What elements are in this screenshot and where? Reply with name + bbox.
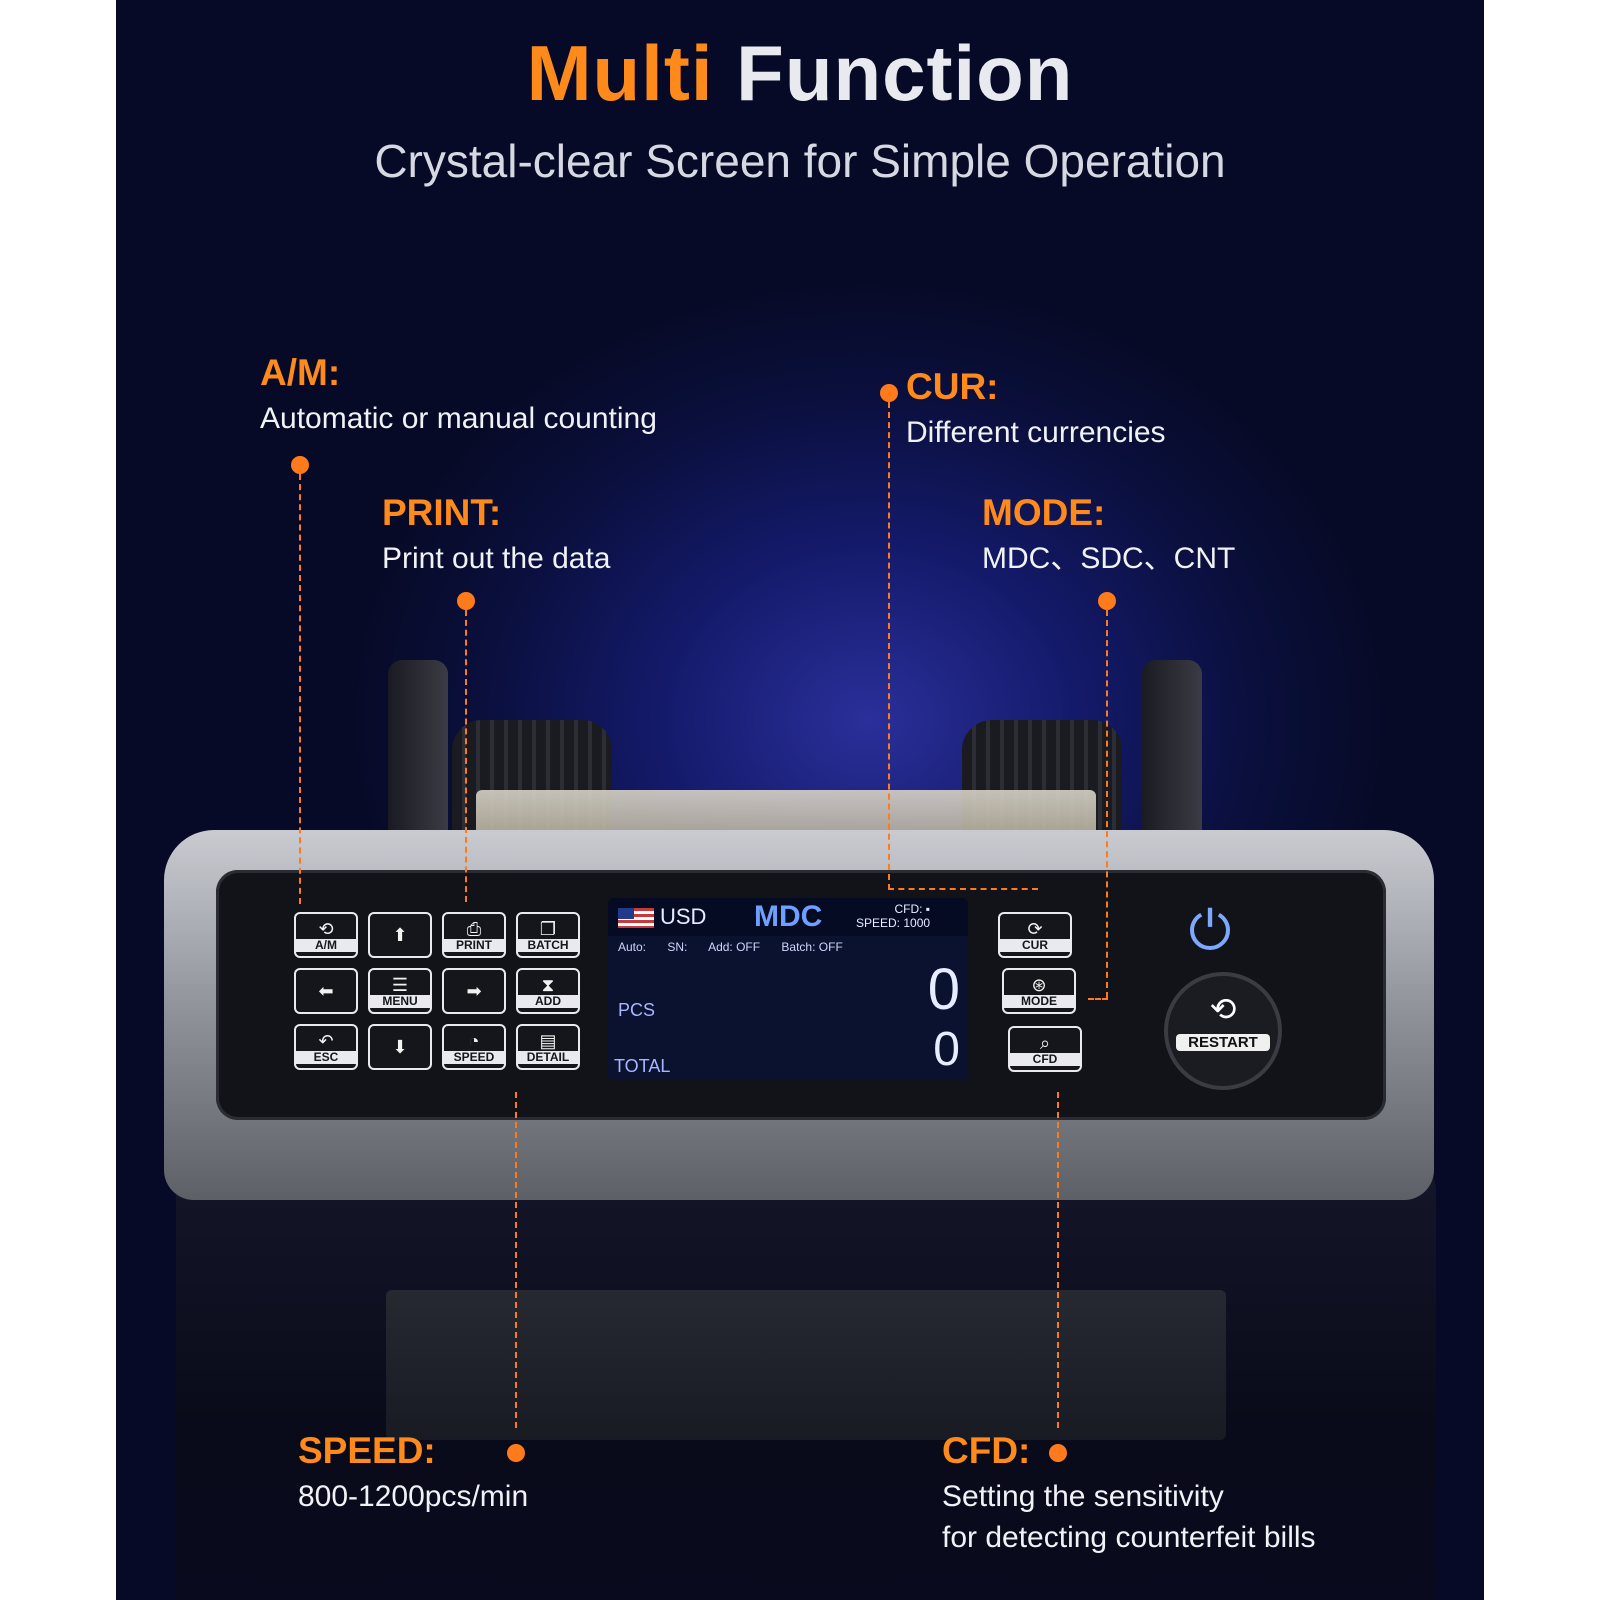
- arrow-down-icon: ⬇: [392, 1037, 408, 1057]
- lcd-screen: USD MDC CFD: ▪ SPEED: 1000 Auto: SN: Add…: [608, 898, 968, 1080]
- am-key[interactable]: ⟲A/M: [294, 912, 358, 958]
- screen-status: CFD: ▪ SPEED: 1000: [856, 902, 930, 930]
- print-key[interactable]: ⎙PRINT: [442, 912, 506, 958]
- right-guide: [1142, 660, 1202, 860]
- detail-key[interactable]: ▤DETAIL: [516, 1024, 580, 1070]
- left-guide: [388, 660, 448, 860]
- am-callout-desc: Automatic or manual counting: [260, 402, 657, 435]
- back-icon: ↶: [318, 1030, 334, 1051]
- key-label: PRINT: [444, 938, 504, 952]
- am-leader: [299, 474, 301, 904]
- print-leader: [465, 610, 467, 902]
- arrow-up-icon: ⬆: [392, 925, 408, 945]
- cfd-marker: [1049, 1444, 1067, 1462]
- subheadline: Crystal-clear Screen for Simple Operatio…: [374, 135, 1226, 187]
- cfd-callout-desc1: Setting the sensitivity: [942, 1480, 1224, 1513]
- screen-add: Add: OFF: [708, 940, 761, 954]
- mode-marker: [1098, 592, 1116, 610]
- screen-pcs-value: 0: [927, 957, 960, 1022]
- print-callout-title: PRINT:: [382, 492, 502, 533]
- arrow-right-key[interactable]: ➡: [442, 968, 506, 1014]
- screen-auto: Auto:: [618, 940, 647, 954]
- bill-tray: [386, 1290, 1226, 1440]
- headline-rest: Function: [736, 29, 1074, 117]
- screen-total-value: 0: [933, 1023, 960, 1076]
- cur-leader-h: [888, 888, 1038, 890]
- menu-icon: ☰: [391, 974, 409, 995]
- restart-label: RESTART: [1176, 1034, 1270, 1051]
- screen-sn: SN:: [667, 940, 688, 954]
- cfd-leader: [1057, 1092, 1059, 1428]
- hourglass-icon: ⧗: [541, 974, 555, 995]
- print-marker: [457, 592, 475, 610]
- cfd-callout-title: CFD:: [942, 1430, 1031, 1471]
- refresh-icon: ⟲: [318, 918, 334, 939]
- key-label: CFD: [1010, 1052, 1080, 1066]
- key-label: SPEED: [444, 1050, 504, 1064]
- esc-key[interactable]: ↶ESC: [294, 1024, 358, 1070]
- printer-icon: ⎙: [466, 918, 482, 939]
- screen-flags: Auto: SN: Add: OFF Batch: OFF: [618, 940, 861, 954]
- mode-icon: ⊛: [1031, 974, 1047, 995]
- cur-leader: [888, 402, 890, 890]
- arrow-left-icon: ⬅: [318, 981, 334, 1001]
- cur-marker: [880, 384, 898, 402]
- restart-icon: ⟲: [1209, 991, 1237, 1027]
- arrow-down-key[interactable]: ⬇: [368, 1024, 432, 1070]
- am-callout-title: A/M:: [260, 352, 341, 393]
- mode-key[interactable]: ⊛MODE: [1002, 968, 1076, 1014]
- key-label: A/M: [296, 938, 356, 952]
- headline: Multi Function: [116, 28, 1484, 119]
- key-label: DETAIL: [518, 1050, 578, 1064]
- cfd-callout-desc2: for detecting counterfeit bills: [942, 1521, 1316, 1554]
- print-callout-desc: Print out the data: [382, 542, 611, 575]
- key-label: ESC: [296, 1050, 356, 1064]
- key-label: BATCH: [518, 938, 578, 952]
- speedometer-icon: ◔: [468, 1030, 480, 1051]
- batch-icon: ❐: [539, 918, 557, 939]
- mode-leader-h: [1088, 998, 1108, 1000]
- document-icon: ▤: [539, 1030, 557, 1051]
- screen-batch: Batch: OFF: [781, 940, 843, 954]
- currency-icon: ⟳: [1027, 918, 1043, 939]
- screen-cfd: CFD: ▪: [894, 902, 931, 916]
- magnifier-icon: ⌕: [1039, 1032, 1051, 1053]
- batch-key[interactable]: ❐BATCH: [516, 912, 580, 958]
- mode-callout-title: MODE:: [982, 492, 1106, 533]
- screen-total-label: TOTAL: [614, 1056, 671, 1076]
- screen-pcs-label: PCS: [618, 1000, 656, 1020]
- screen-speed: SPEED: 1000: [856, 916, 931, 930]
- mode-callout-desc: MDC、SDC、CNT: [982, 542, 1236, 575]
- us-flag-icon: [618, 908, 654, 928]
- speed-callout-title: SPEED:: [298, 1430, 436, 1471]
- power-icon[interactable]: ⏻: [1188, 901, 1232, 961]
- cur-callout-title: CUR:: [906, 366, 999, 407]
- screen-topbar: [608, 898, 968, 936]
- speed-leader: [515, 1092, 517, 1428]
- am-marker: [291, 456, 309, 474]
- cur-key[interactable]: ⟳CUR: [998, 912, 1072, 958]
- key-label: ADD: [518, 994, 578, 1008]
- arrow-right-icon: ➡: [466, 981, 482, 1001]
- speed-marker: [507, 1444, 525, 1462]
- cfd-key[interactable]: ⌕CFD: [1008, 1026, 1082, 1072]
- headline-accent: Multi: [526, 29, 714, 117]
- mode-leader: [1106, 610, 1108, 998]
- add-key[interactable]: ⧗ADD: [516, 968, 580, 1014]
- screen-mode: MDC: [754, 900, 823, 933]
- key-label: MENU: [370, 994, 430, 1008]
- restart-button[interactable]: ⟲ RESTART: [1164, 972, 1282, 1090]
- menu-key[interactable]: ☰MENU: [368, 968, 432, 1014]
- arrow-left-key[interactable]: ⬅: [294, 968, 358, 1014]
- key-label: MODE: [1004, 994, 1074, 1008]
- speed-callout-desc: 800-1200pcs/min: [298, 1480, 529, 1513]
- cur-callout-desc: Different currencies: [906, 416, 1166, 449]
- screen-currency: USD: [660, 904, 707, 929]
- product-banner: Multi Function Crystal-clear Screen for …: [116, 0, 1484, 1600]
- arrow-up-key[interactable]: ⬆: [368, 912, 432, 958]
- speed-key[interactable]: ◔SPEED: [442, 1024, 506, 1070]
- key-label: CUR: [1000, 938, 1070, 952]
